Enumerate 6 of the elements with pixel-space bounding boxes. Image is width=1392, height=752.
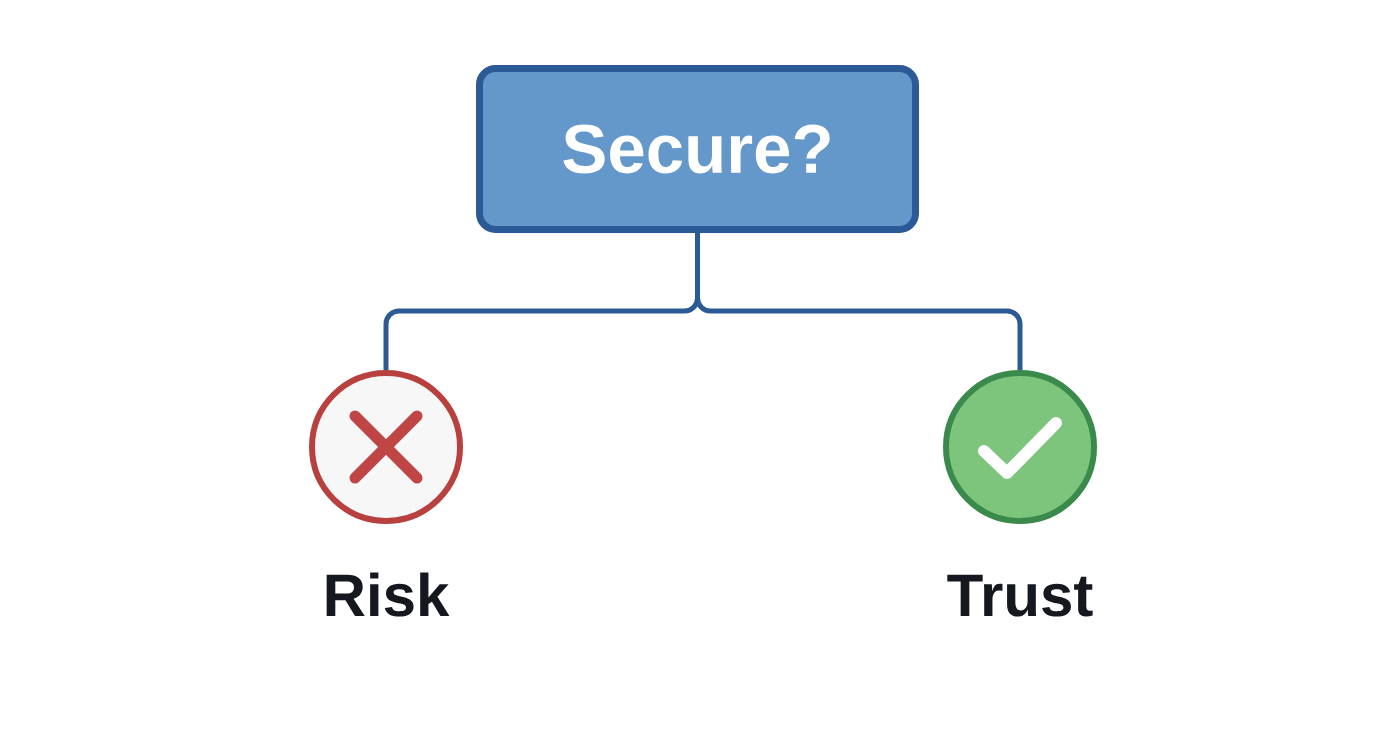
- node-label: Trust: [947, 574, 1093, 617]
- node-label: Risk: [326, 572, 450, 617]
- decision-box: Secure?: [476, 65, 919, 233]
- status-circle: [943, 370, 1097, 524]
- connector-line: [695, 233, 1023, 370]
- status-circle: [309, 370, 463, 524]
